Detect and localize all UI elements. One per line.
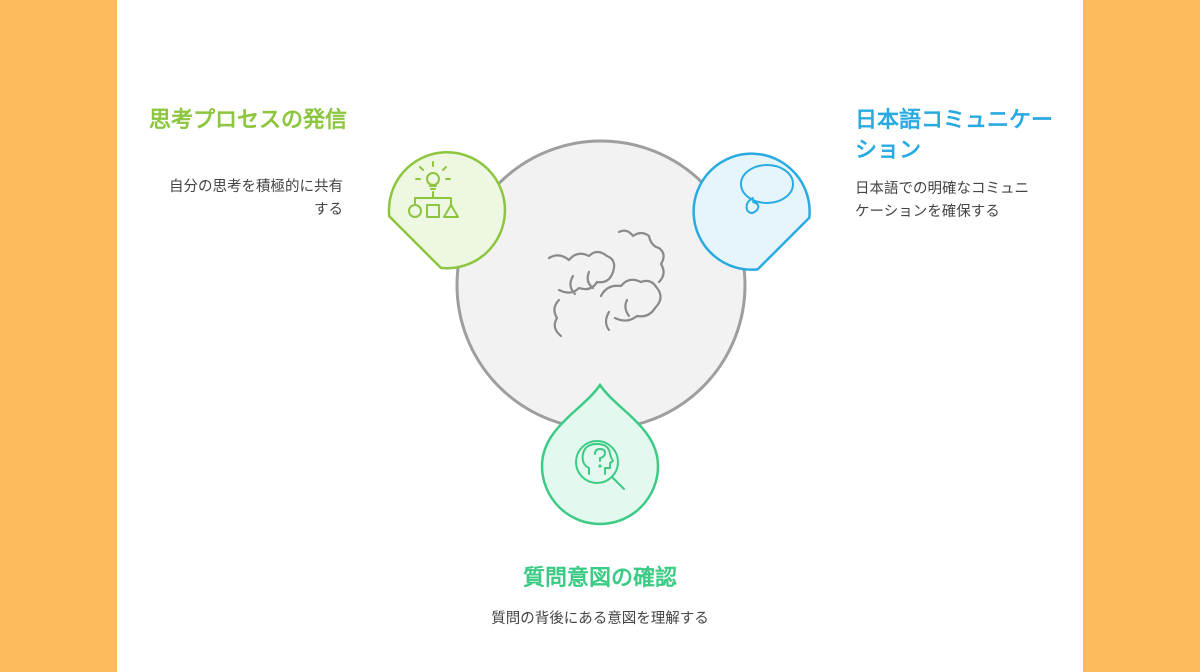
node-bottom-title: 質問意図の確認 [522, 566, 677, 591]
node-left-title: 思考プロセスの発信 [148, 108, 347, 133]
idea-shapes-icon [408, 161, 459, 218]
speech-bubble-icon [740, 164, 794, 214]
node-bottom-pin [540, 382, 660, 526]
node-right-pin [692, 152, 811, 271]
diagram-canvas: 思考プロセスの発信 自分の思考を積極的に共有する 日本語コミュニケーション 日本… [117, 0, 1083, 672]
node-left-pin [387, 151, 507, 270]
node-bottom-description: 質問の背後にある意図を理解する [491, 611, 709, 627]
head-search-icon [575, 440, 625, 490]
node-left-description: 自分の思考を積極的に共有する [169, 179, 343, 218]
handshake-icon [547, 229, 665, 338]
node-right-description: 日本語での明確なコミュニケーションを確保する [855, 181, 1029, 220]
diagram-graphic [387, 139, 811, 526]
hub [455, 139, 747, 431]
node-right-title: 日本語コミュニケーション [855, 108, 1054, 163]
